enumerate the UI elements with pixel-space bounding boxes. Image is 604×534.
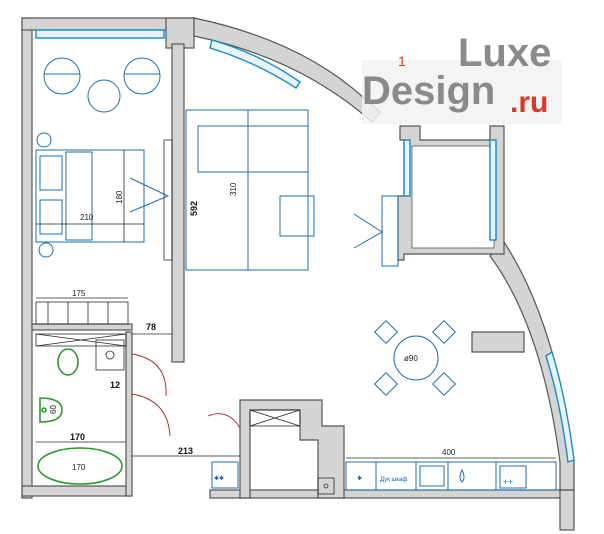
curved-outer-wall-lower bbox=[489, 241, 575, 491]
bedroom: 210 180 bbox=[35, 57, 173, 261]
ottoman bbox=[279, 195, 315, 237]
logo-suffix: .ru bbox=[510, 86, 548, 119]
bottom-wall-bathroom bbox=[21, 485, 131, 497]
utility-diag-2 bbox=[249, 409, 301, 427]
chair-right bbox=[123, 57, 161, 95]
coffee-table bbox=[87, 79, 121, 113]
pillow-bottom bbox=[39, 199, 63, 235]
logo-word-design: Design bbox=[362, 69, 495, 113]
bathroom-door-swing bbox=[131, 353, 167, 397]
logo-digit: 1 bbox=[398, 53, 406, 69]
walls bbox=[21, 17, 575, 531]
sofa-backrest bbox=[197, 125, 309, 173]
logo-backdrop bbox=[362, 60, 562, 124]
bedroom-window bbox=[35, 29, 165, 39]
bathroom-partition bbox=[125, 331, 133, 497]
left-outer-wall bbox=[21, 17, 33, 499]
dining-table bbox=[393, 335, 439, 381]
bed-width-label: 210 bbox=[80, 213, 94, 222]
bidet-tap bbox=[41, 407, 47, 413]
living-room: 592 310 ø90 bbox=[185, 109, 457, 397]
oven bbox=[419, 465, 445, 487]
shoe-rack-icon: ✱✱ bbox=[214, 475, 224, 482]
wall-length-label: 592 bbox=[189, 201, 199, 216]
pillow-top bbox=[39, 155, 63, 191]
kitchen: 400 ✱ Дук шкаф ✛✛ ✱✱ bbox=[211, 409, 557, 495]
bathtub-outer-label: 170 bbox=[70, 432, 85, 442]
bottom-building-wall bbox=[209, 489, 571, 499]
wardrobe-label: Дук шкаф bbox=[380, 477, 407, 483]
sofa bbox=[185, 109, 309, 271]
logo-word-luxe: Luxe bbox=[458, 31, 551, 75]
water-heater bbox=[317, 477, 335, 495]
tv-stand bbox=[163, 139, 173, 261]
blanket-fold bbox=[65, 151, 93, 241]
loggia-window-left bbox=[403, 139, 411, 197]
shower-tray-label: 12 bbox=[110, 380, 120, 390]
loggia-window-right bbox=[489, 139, 497, 241]
kitchen-length-label: 400 bbox=[442, 448, 456, 457]
bed bbox=[35, 149, 145, 243]
dining-chair-3 bbox=[373, 371, 399, 397]
wardrobe-width-label: 175 bbox=[72, 289, 86, 298]
washer-drum bbox=[105, 350, 115, 360]
doors: 213 bbox=[131, 353, 241, 457]
entrance-shoe-rack bbox=[211, 461, 239, 489]
bathroom-width-label: 78 bbox=[146, 322, 156, 332]
bed-length-label: 180 bbox=[115, 190, 124, 204]
shower-box bbox=[35, 333, 127, 347]
wardrobe-door-swing bbox=[131, 393, 171, 437]
windows bbox=[35, 29, 575, 463]
sink-drop bbox=[459, 468, 465, 483]
curved-outer-wall bbox=[193, 17, 381, 123]
dining-chair-2 bbox=[431, 319, 457, 345]
sofa-length-label: 310 bbox=[229, 182, 238, 196]
wardrobe-zone: 175 bbox=[35, 289, 129, 325]
toilet bbox=[57, 348, 79, 376]
wardrobe-rail bbox=[35, 301, 129, 325]
lamp bbox=[36, 132, 52, 148]
bidet bbox=[39, 397, 63, 423]
cooktop-burners: ✛✛ bbox=[503, 479, 513, 486]
bathtub bbox=[37, 447, 123, 485]
wardrobe-bottom-wall bbox=[31, 323, 133, 331]
fridge-snowflake: ✱ bbox=[357, 475, 362, 482]
structural-column bbox=[471, 331, 525, 353]
kitchen-counter bbox=[345, 461, 557, 491]
table-diameter-label: ø90 bbox=[404, 354, 418, 363]
cooktop bbox=[499, 465, 527, 489]
tv-unit bbox=[381, 195, 399, 267]
dining-chair-4 bbox=[431, 371, 457, 397]
dining-chair-1 bbox=[373, 319, 399, 345]
utility-cabinet bbox=[249, 409, 301, 427]
bathroom: 60 12 170 170 78 bbox=[35, 322, 172, 485]
plant bbox=[38, 242, 54, 258]
shower-diag-2 bbox=[35, 333, 127, 347]
tv-beam bbox=[129, 177, 170, 213]
chair-left bbox=[43, 57, 81, 95]
tv-beam-living bbox=[353, 213, 383, 249]
sink-width-label: 60 bbox=[49, 405, 58, 414]
corridor-width-label: 213 bbox=[178, 446, 193, 456]
water-heater-dot bbox=[323, 483, 329, 489]
bedroom-partition bbox=[171, 43, 185, 363]
watermark-logo: Luxe Design .ru 1 bbox=[362, 31, 562, 124]
curved-window-top bbox=[209, 39, 301, 89]
utility-block bbox=[239, 399, 345, 499]
entrance-door-swing bbox=[207, 413, 241, 429]
bathtub-inner-label: 170 bbox=[72, 463, 86, 472]
top-wall-pier bbox=[165, 17, 195, 49]
curved-window-right bbox=[545, 350, 575, 463]
loggia-interior bbox=[411, 145, 495, 249]
washer bbox=[95, 339, 125, 371]
bottom-right-wall bbox=[559, 489, 575, 531]
